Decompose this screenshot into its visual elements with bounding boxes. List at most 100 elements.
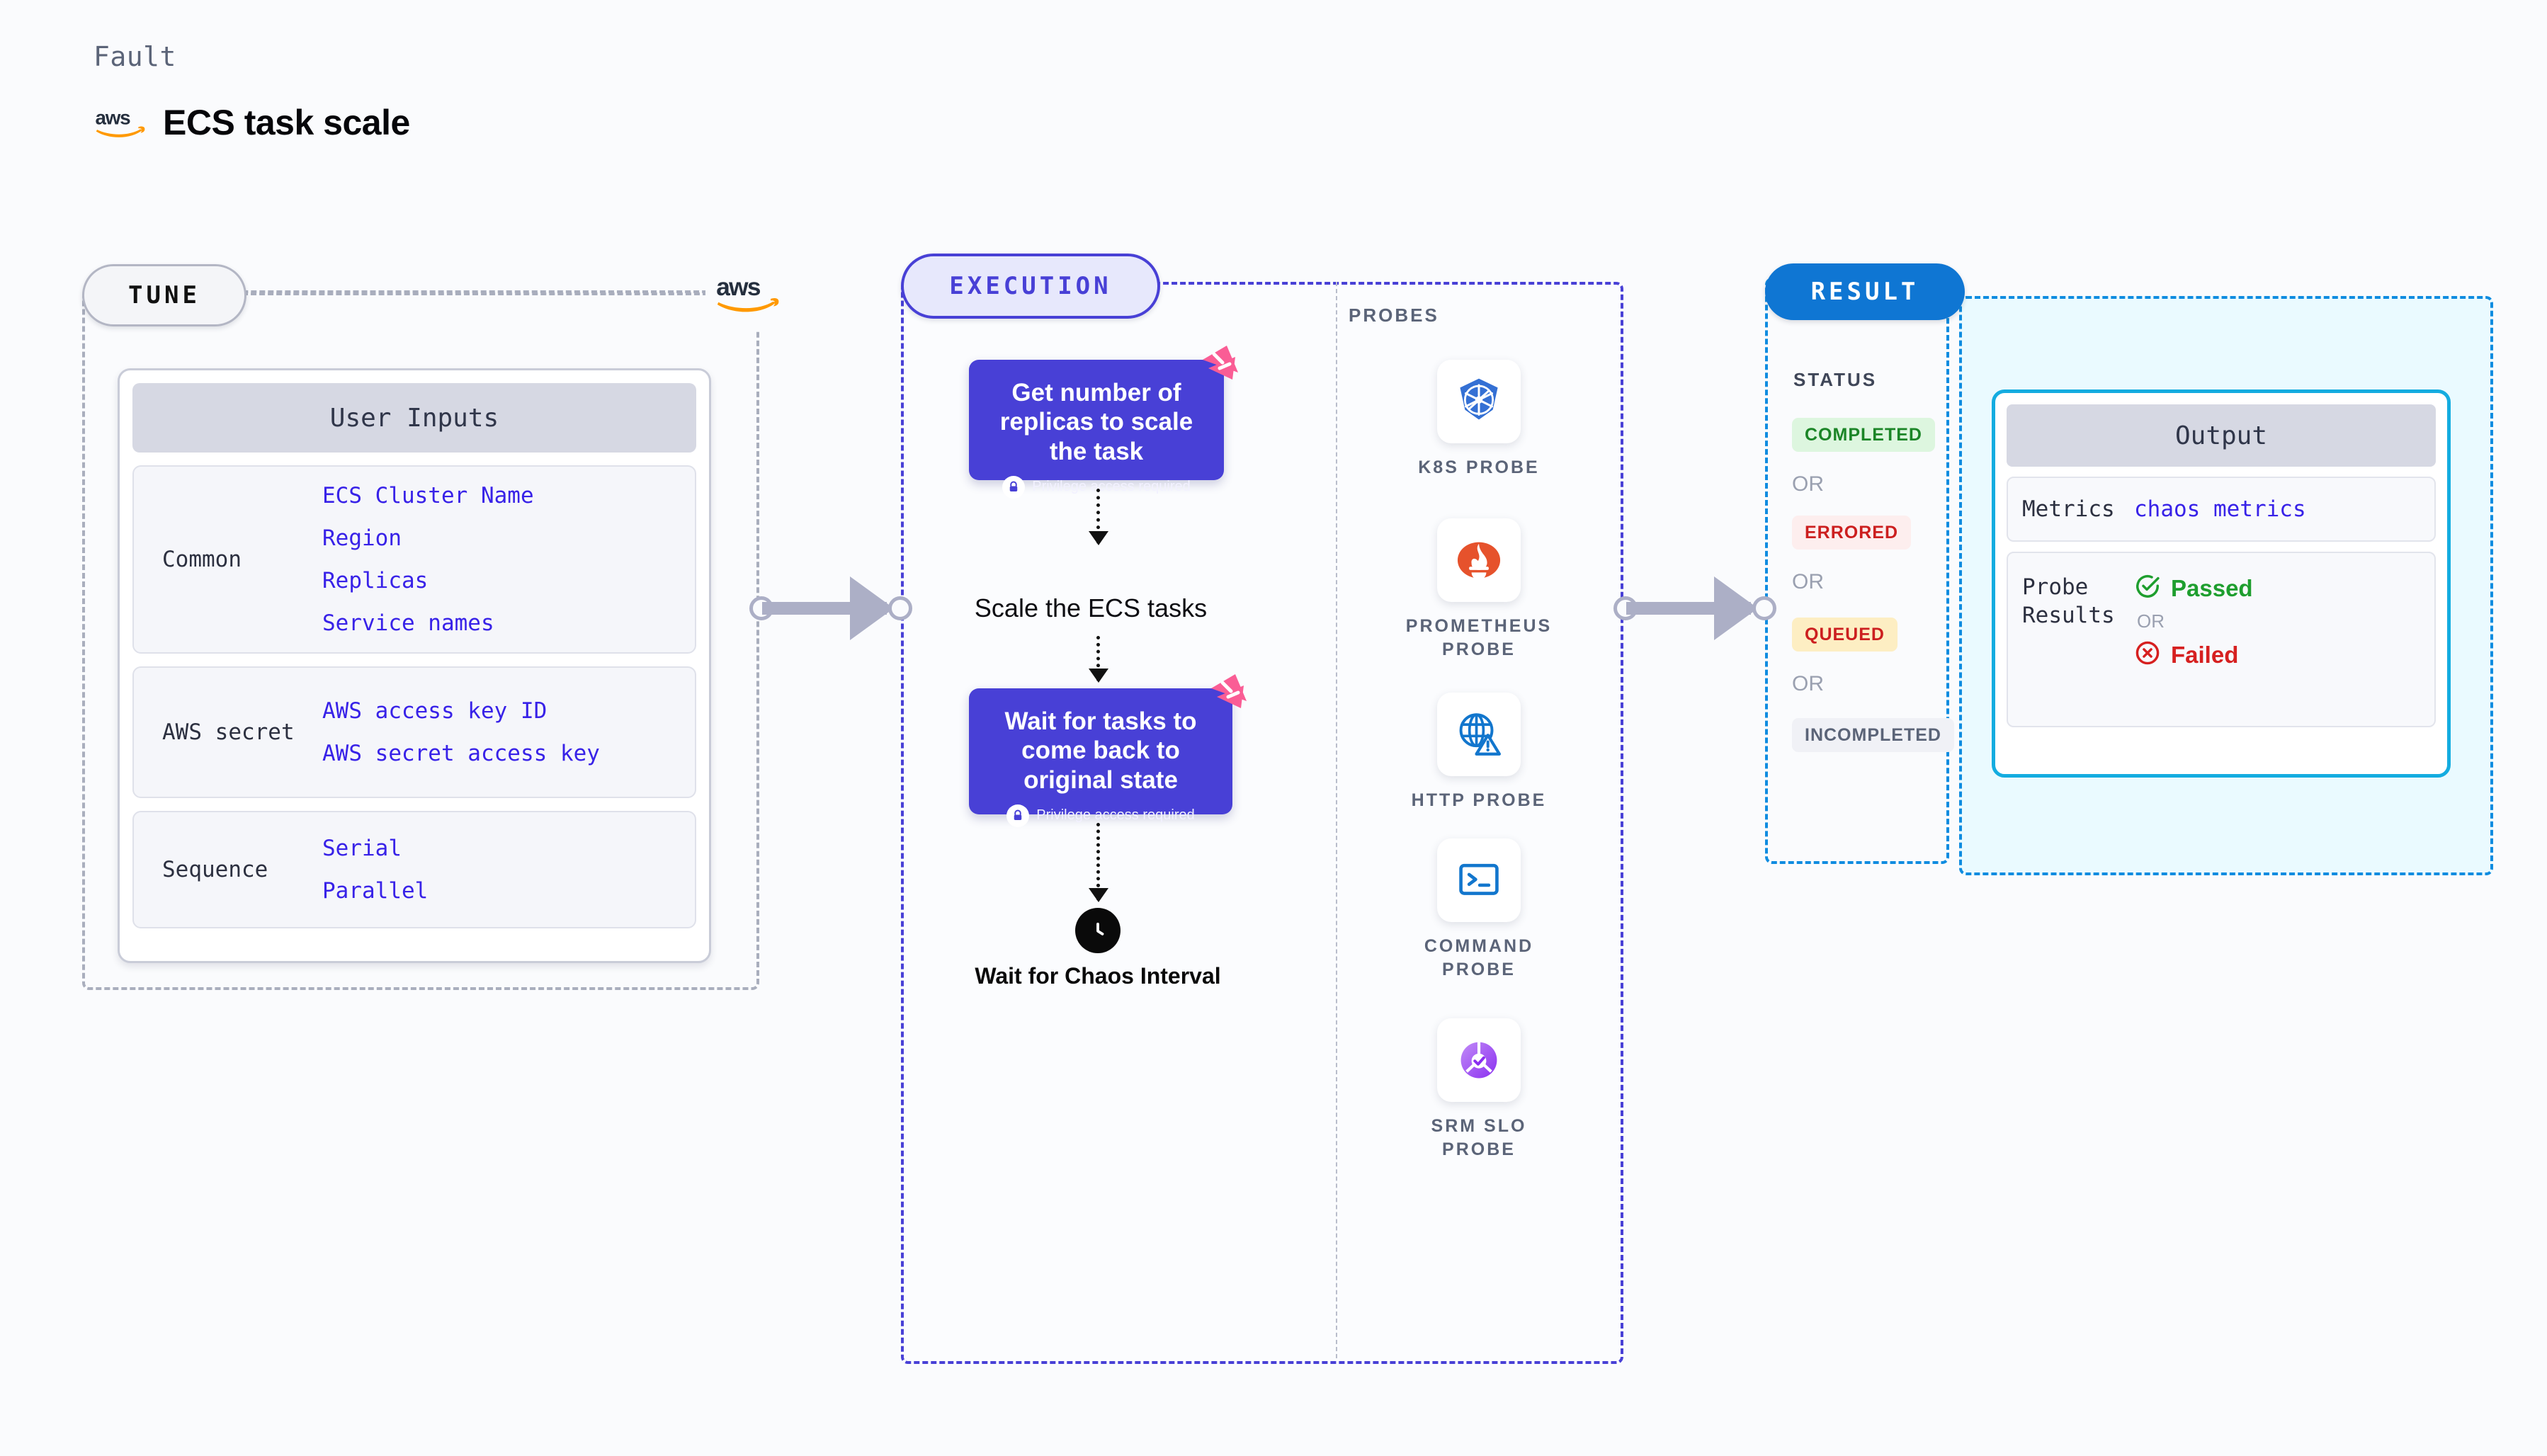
execution-node-get-replicas[interactable]: Get number of replicas to scale the task…	[969, 360, 1224, 499]
prometheus-icon	[1437, 518, 1521, 602]
connector-tune-to-execution	[749, 567, 912, 652]
tune-value[interactable]: Serial	[322, 836, 402, 861]
status-title: STATUS	[1793, 369, 1878, 390]
tune-group-sequence: Sequence Serial Parallel	[132, 811, 696, 928]
node-subtitle: Privilege access required	[1032, 479, 1191, 495]
tune-value[interactable]: AWS access key ID	[322, 698, 548, 724]
x-circle-icon	[2134, 639, 2161, 670]
tune-group-values: ECS Cluster Name Region Replicas Service…	[322, 483, 534, 636]
user-inputs-card: User Inputs Common ECS Cluster Name Regi…	[118, 368, 711, 963]
or-label: OR	[1792, 472, 1824, 496]
arrow-line	[1096, 636, 1100, 681]
page-header: Fault aws ECS task scale	[93, 41, 410, 143]
tune-group-label: Sequence	[162, 857, 268, 882]
check-circle-icon	[2134, 573, 2161, 603]
arrow-tip	[1089, 888, 1108, 902]
tune-group-label: Common	[162, 547, 242, 572]
probe-result-passed-text: Passed	[2171, 574, 2253, 601]
arrow-tip	[1089, 531, 1108, 545]
aws-logo-icon: aws	[705, 255, 790, 331]
tune-group-values: AWS access key ID AWS secret access key	[322, 698, 600, 766]
execution-step-scale-ecs-tasks: Scale the ECS tasks	[974, 593, 1208, 622]
node-title: Wait for tasks to come back to original …	[1004, 707, 1197, 794]
connector-execution-to-result	[1613, 567, 1776, 652]
output-header: Output	[2007, 404, 2436, 467]
probe-label: SRM SLO PROBE	[1431, 1116, 1527, 1159]
connector-knob-right	[1752, 596, 1776, 620]
wait-for-chaos-interval-label: Wait for Chaos Interval	[975, 963, 1221, 989]
node-subtitle-row: Privilege access required	[985, 475, 1208, 499]
user-inputs-header: User Inputs	[132, 383, 696, 453]
output-card: Output Metrics chaos metrics Probe Resul…	[1992, 389, 2451, 778]
tune-group-aws-secret: AWS secret AWS access key ID AWS secret …	[132, 666, 696, 798]
arrow-line	[1096, 489, 1100, 544]
output-label-probe-results: Probe Results	[2022, 574, 2115, 629]
svg-text:aws: aws	[716, 273, 761, 301]
tune-connector-line	[242, 292, 708, 295]
probe-result-list: Passed OR Failed	[2134, 573, 2253, 670]
probe-label: HTTP PROBE	[1411, 790, 1547, 810]
tune-value[interactable]: Parallel	[322, 878, 429, 904]
probe-label: PROMETHEUS PROBE	[1405, 616, 1553, 659]
node-subtitle-row: Privilege access required	[985, 804, 1217, 827]
tune-value[interactable]: Service names	[322, 610, 494, 636]
tune-group-common: Common ECS Cluster Name Region Replicas …	[132, 465, 696, 654]
tune-value[interactable]: ECS Cluster Name	[322, 483, 534, 508]
status-badge-completed: COMPLETED	[1792, 418, 1935, 452]
tune-value[interactable]: Replicas	[322, 568, 429, 593]
tune-group-values: Serial Parallel	[322, 836, 428, 904]
connector-knob-right	[888, 596, 912, 620]
status-badge-errored: ERRORED	[1792, 516, 1912, 550]
node-title: Get number of replicas to scale the task	[999, 379, 1193, 465]
page-title: ECS task scale	[163, 103, 410, 142]
probe-label: COMMAND PROBE	[1424, 936, 1534, 979]
probe-label: K8S PROBE	[1418, 457, 1540, 477]
output-label-metrics: Metrics	[2022, 496, 2115, 522]
probe-item-command[interactable]: COMMAND PROBE	[1394, 838, 1564, 981]
probe-item-http[interactable]: HTTP PROBE	[1394, 693, 1564, 812]
fault-kicker: Fault	[93, 41, 176, 72]
probes-divider	[1336, 282, 1337, 1358]
probe-result-failed: Failed	[2134, 639, 2253, 670]
terminal-icon	[1437, 838, 1521, 922]
status-badge-incompleted: INCOMPLETED	[1792, 718, 1954, 752]
tune-region	[82, 290, 759, 990]
svg-text:aws: aws	[96, 107, 131, 129]
aws-logo-icon: aws	[93, 104, 147, 141]
status-badge-queued: QUEUED	[1792, 618, 1898, 652]
probe-result-failed-text: Failed	[2171, 641, 2239, 668]
flow-arrow-2	[1089, 636, 1108, 683]
flow-arrow-1	[1089, 489, 1108, 545]
flow-arrow-3	[1089, 823, 1108, 902]
tune-value[interactable]: AWS secret access key	[322, 741, 600, 766]
title-row: aws ECS task scale	[93, 102, 411, 143]
probe-item-prometheus[interactable]: PROMETHEUS PROBE	[1394, 518, 1564, 661]
output-group-probe-results: Probe Results Passed OR	[2007, 552, 2436, 727]
lock-icon	[1006, 804, 1030, 827]
or-label: OR	[1792, 672, 1824, 695]
connector-arrowhead	[850, 576, 894, 640]
arrow-line	[1096, 823, 1100, 901]
or-label: OR	[2137, 610, 2165, 632]
probe-result-passed: Passed	[2134, 573, 2253, 603]
connector-arrowhead	[1714, 576, 1758, 640]
clock-icon	[1075, 908, 1121, 953]
execution-node-wait-original-state[interactable]: Wait for tasks to come back to original …	[969, 688, 1232, 827]
tune-pill[interactable]: TUNE	[82, 264, 246, 326]
or-label: OR	[1792, 570, 1824, 593]
probe-item-srm-slo[interactable]: SRM SLO PROBE	[1394, 1018, 1564, 1161]
kubernetes-icon	[1437, 360, 1521, 443]
node-subtitle: Privilege access required	[1036, 807, 1195, 824]
tune-value[interactable]: Region	[322, 525, 402, 551]
probes-title: PROBES	[1349, 305, 1439, 326]
result-pill[interactable]: RESULT	[1765, 263, 1965, 320]
tune-group-label: AWS secret	[162, 720, 295, 745]
arrow-tip	[1089, 669, 1108, 683]
execution-pill[interactable]: EXECUTION	[901, 254, 1160, 319]
output-group-metrics: Metrics chaos metrics	[2007, 477, 2436, 542]
http-globe-warning-icon	[1437, 693, 1521, 776]
probe-item-k8s[interactable]: K8S PROBE	[1394, 360, 1564, 479]
output-value-chaos-metrics[interactable]: chaos metrics	[2134, 496, 2306, 522]
srm-slo-icon	[1437, 1018, 1521, 1102]
lock-icon	[1002, 475, 1026, 499]
